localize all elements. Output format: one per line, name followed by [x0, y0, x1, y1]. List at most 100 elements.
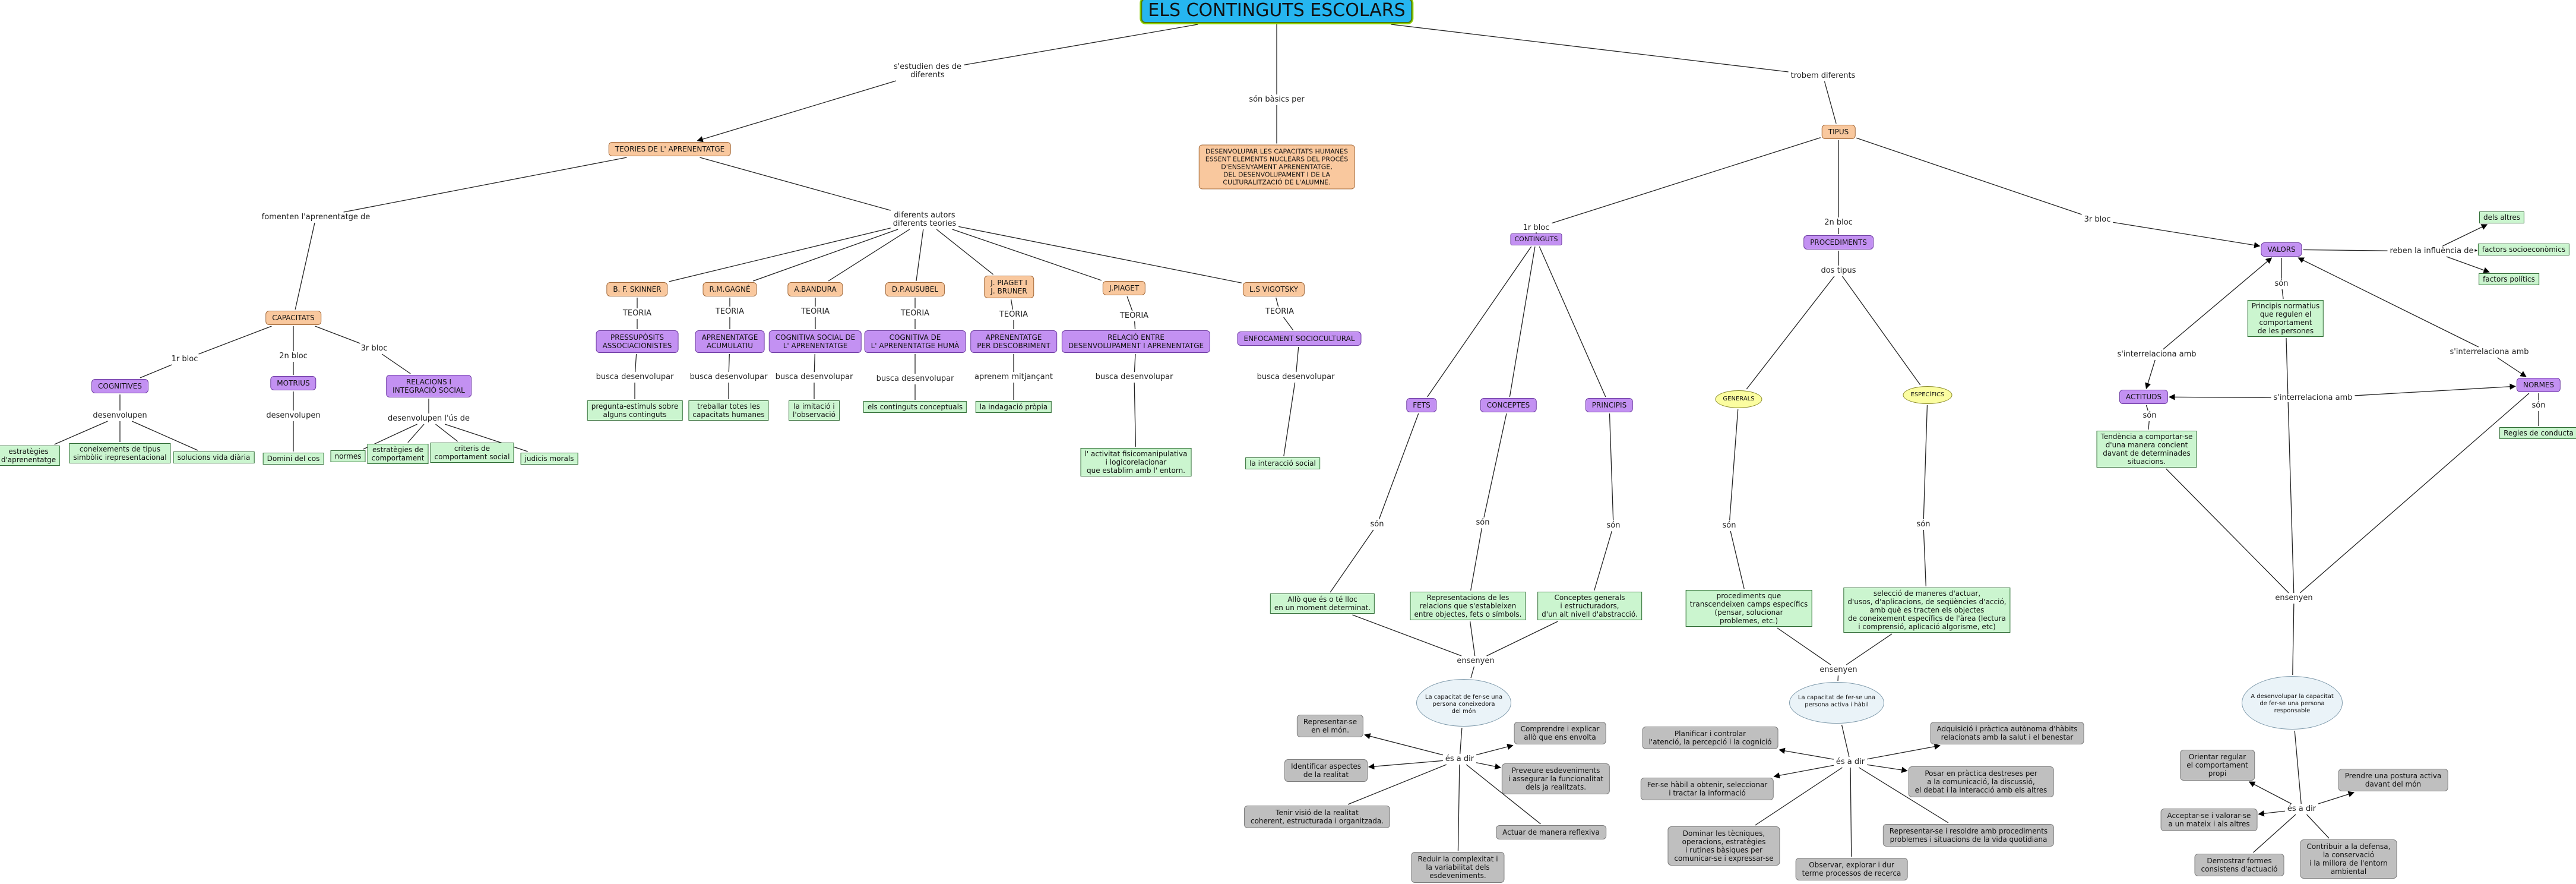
concept-interaccio-social[interactable]: la interacció social	[1245, 457, 1320, 469]
author-skinner[interactable]: B. F. SKINNER	[606, 282, 668, 296]
author-gagne[interactable]: R.M.GAGNÉ	[702, 282, 757, 296]
connector-l_son_act-tendencia	[2148, 421, 2150, 430]
concept-continguts[interactable]: CONTINGUTS	[1510, 233, 1562, 245]
concept-conceptes[interactable]: CONCEPTES	[1480, 398, 1537, 412]
link-label-teoria: TEORIA	[998, 310, 1030, 319]
author-vigotsky[interactable]: L.S VIGOTSKY	[1242, 282, 1305, 296]
author-piaget[interactable]: J.PIAGET	[1102, 281, 1146, 295]
concept-procediments[interactable]: PROCEDIMENTS	[1803, 235, 1874, 250]
link-label-teoria: TEORIA	[621, 309, 653, 318]
connector-bruner-t5	[1010, 299, 1014, 310]
connector-vigotsky-t7	[1276, 297, 1279, 307]
connector-l_son_esp-esp_def	[1923, 529, 1926, 587]
concept-generals[interactable]: GENERALS	[1715, 390, 1762, 408]
concept-domini-cos[interactable]: Domini del cos	[262, 453, 324, 465]
connector-l_autors-bruner	[936, 229, 994, 275]
concept-teories[interactable]: TEORIES DE L' APRENENTATGE	[608, 142, 732, 156]
goal-dominar-tecniques[interactable]: Dominar les tècniques,operacions, estrat…	[1667, 826, 1780, 866]
concept-cognitives[interactable]: COGNITIVES	[91, 379, 148, 393]
concept-indagacio[interactable]: la indagació pròpia	[975, 401, 1052, 413]
link-label-interrelaciona: s'interrelaciona amb	[2448, 348, 2530, 356]
connector-teories-l_fomenten	[343, 157, 627, 213]
concept-factors-socioeconomics[interactable]: factors socioeconòmics	[2477, 244, 2570, 255]
concept-capacitats[interactable]: CAPACITATS	[265, 311, 321, 325]
connector-l_desenvolupen1-estrategies_apr	[54, 421, 108, 445]
definition-especifics[interactable]: selecció de maneres d'actuar,d'usos, d'a…	[1843, 588, 2011, 633]
link-label-son: són	[2273, 279, 2290, 288]
concept-solucions[interactable]: solucions vida diària	[173, 452, 255, 463]
concept-judicis-morals[interactable]: judicis morals	[520, 453, 578, 465]
concept-factors-politics[interactable]: factors polítics	[2479, 273, 2539, 285]
concept-normes[interactable]: normes	[330, 450, 366, 462]
link-label-2n-bloc: 2n bloc	[1823, 218, 1854, 227]
goal-actuar-reflexiva[interactable]: Actuar de manera reflexiva	[1496, 825, 1606, 839]
connector-l_dostipus-especifics	[1841, 276, 1921, 386]
concept-actituds[interactable]: ACTITUDS	[2119, 390, 2169, 404]
concept-especifics[interactable]: ESPECÍFICS	[1903, 386, 1952, 404]
concept-normes[interactable]: NORMES	[2516, 378, 2561, 392]
connector-continguts-fets	[1427, 246, 1532, 397]
theory-enfocament-sociocultural[interactable]: ENFOCAMENT SOCIOCULTURAL	[1237, 332, 1362, 346]
concept-motrius[interactable]: MOTRIUS	[270, 376, 317, 390]
concept-principis[interactable]: PRINCIPIS	[1585, 398, 1634, 412]
concept-continguts-conceptuals[interactable]: els continguts conceptuals	[863, 401, 967, 413]
connector-continguts-principis	[1539, 246, 1606, 397]
concept-fets[interactable]: FETS	[1406, 398, 1437, 412]
goal-representar-resoldre[interactable]: Representar-se i resoldre amb procedimen…	[1882, 824, 2055, 847]
definition-normes[interactable]: Regles de conducta	[2499, 427, 2576, 439]
concept-tipus[interactable]: TIPUS	[1821, 125, 1856, 139]
connector-valors-l_inter2	[2297, 257, 2479, 348]
concept-dels-altres[interactable]: dels altres	[2479, 211, 2525, 223]
map-title[interactable]: ELS CONTINGUTS ESCOLARS	[1141, 0, 1413, 23]
connector-l_autors-skinner	[669, 228, 891, 282]
author-bandura[interactable]: A.BANDURA	[787, 282, 843, 296]
connector-esp_def-l_ensenyen2	[1846, 633, 1893, 665]
connector-l_esadir3-orientar	[2248, 781, 2292, 804]
concept-valors[interactable]: VALORS	[2261, 242, 2302, 257]
connector-l_reben-factors_pol	[2446, 256, 2490, 273]
author-ausubel[interactable]: D.P.AUSUBEL	[885, 282, 945, 296]
